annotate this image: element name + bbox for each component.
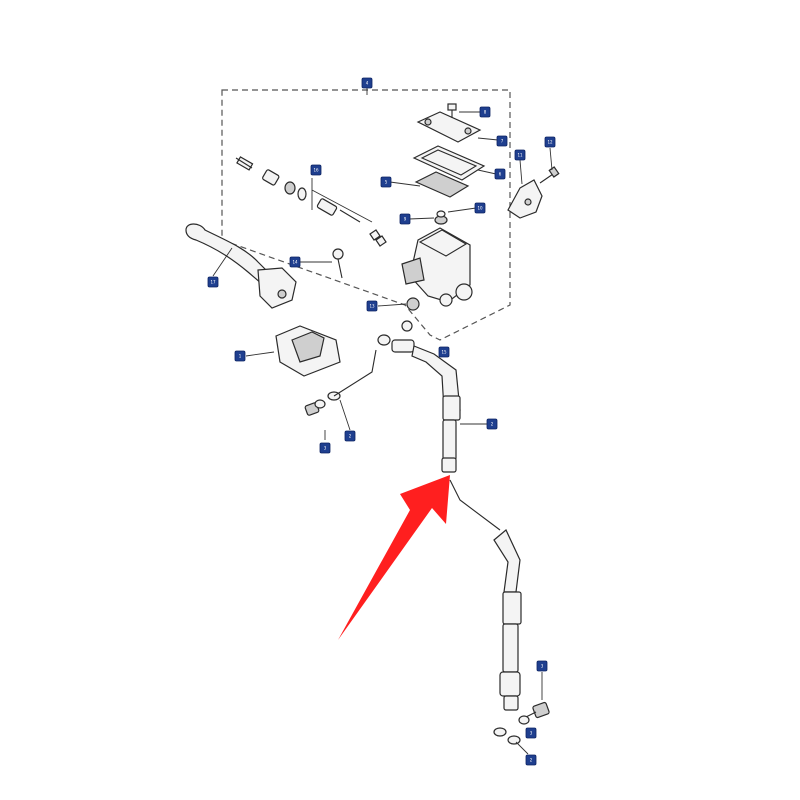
callout-label-3: 3 xyxy=(525,727,537,739)
diaphragm xyxy=(414,171,470,198)
switch-housing xyxy=(275,325,341,377)
callout-number: 2 xyxy=(530,758,533,763)
callout-number: 8 xyxy=(484,110,487,115)
callout-number: 2 xyxy=(349,434,352,439)
callout-number: 3 xyxy=(541,664,544,669)
callout-label-13: 13 xyxy=(366,300,378,312)
callout-label-16: 16 xyxy=(310,164,322,176)
callout-number: 6 xyxy=(499,172,502,177)
callout-number: 11 xyxy=(517,153,523,158)
callout-number: 3 xyxy=(530,731,533,736)
callout-number: 14 xyxy=(292,260,298,265)
callout-label-6: 6 xyxy=(494,168,506,180)
upper-bolt-washers xyxy=(304,349,377,416)
master-cylinder-body xyxy=(401,227,473,307)
callout-label-17: 17 xyxy=(207,276,219,288)
callout-number: 3 xyxy=(324,446,327,451)
callout-label-3: 3 xyxy=(319,442,331,454)
brake-hose-upper xyxy=(411,345,461,473)
callout-label-14: 14 xyxy=(289,256,301,268)
brake-hose-lower xyxy=(449,479,522,711)
diaphragm-plate xyxy=(412,145,486,181)
callout-number: 4 xyxy=(366,81,369,86)
callout-label-8: 8 xyxy=(479,106,491,118)
callout-label-5: 5 xyxy=(380,176,392,188)
callout-number: 10 xyxy=(477,206,483,211)
seal-ring xyxy=(434,210,448,225)
callout-number: 15 xyxy=(441,350,447,355)
callout-label-3: 3 xyxy=(536,660,548,672)
banjo-fitting xyxy=(377,297,420,353)
callout-label-11: 11 xyxy=(514,149,526,161)
callout-label-4: 4 xyxy=(361,77,373,89)
callout-label-2: 2 xyxy=(486,418,498,430)
callout-number: 17 xyxy=(210,280,216,285)
callout-label-15: 15 xyxy=(438,346,450,358)
callout-number: 12 xyxy=(547,140,553,145)
callout-number: 16 xyxy=(313,168,319,173)
callout-label-2: 2 xyxy=(344,430,356,442)
callout-number: 9 xyxy=(404,217,407,222)
clamp-bracket xyxy=(507,179,543,219)
callout-number: 7 xyxy=(501,139,504,144)
callout-number: 1 xyxy=(239,354,242,359)
callout-label-10: 10 xyxy=(474,202,486,214)
piston-kit xyxy=(235,156,387,247)
callout-label-9: 9 xyxy=(399,213,411,225)
pivot-bolt xyxy=(332,248,344,279)
clamp-bolt xyxy=(539,166,560,184)
callout-label-12: 12 xyxy=(544,136,556,148)
assembly-boundary xyxy=(221,89,511,341)
cap-screw xyxy=(447,103,457,118)
lower-banjo-bolt xyxy=(493,701,550,745)
callout-number: 2 xyxy=(491,422,494,427)
callout-number: 13 xyxy=(369,304,375,309)
reservoir-cap xyxy=(416,111,482,143)
brake-lever xyxy=(185,223,297,309)
callout-label-1: 1 xyxy=(234,350,246,362)
callout-number: 5 xyxy=(385,180,388,185)
red-pointer-arrow-icon xyxy=(338,475,450,640)
callout-label-2: 2 xyxy=(525,754,537,766)
callout-label-7: 7 xyxy=(496,135,508,147)
